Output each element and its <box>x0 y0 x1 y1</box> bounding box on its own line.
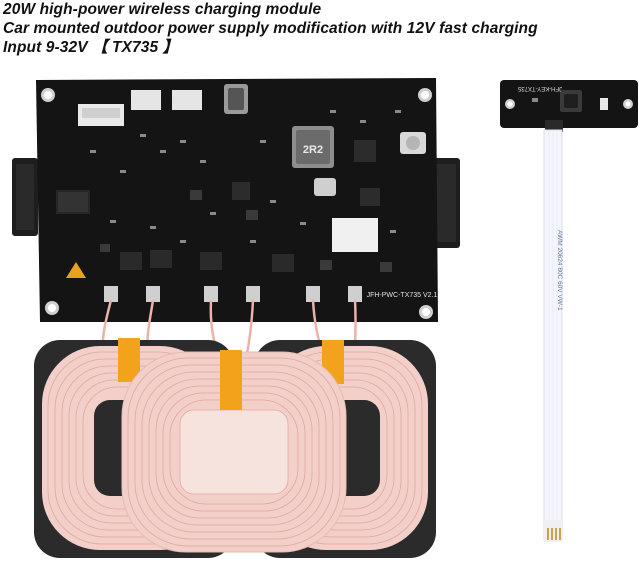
white-pad <box>332 218 378 252</box>
board-model-label: JFH-PWC-TX735 V2.1 <box>367 292 438 299</box>
coil-terminal <box>348 286 362 302</box>
white-connector <box>172 90 202 110</box>
kapton-tape <box>220 350 242 410</box>
mosfet <box>272 254 294 272</box>
caption-spec: Input 9-32V 【 TX735 】 <box>3 39 179 56</box>
ribbon-print: AWM 20624 80C 60V VW-1 <box>556 230 563 311</box>
caption-title: 20W high-power wireless charging module <box>3 1 322 18</box>
warning-icon <box>66 262 86 278</box>
mosfet <box>120 252 142 270</box>
coil-center <box>121 350 347 553</box>
mosfet <box>200 252 222 270</box>
ribbon-cable: AWM 20624 80C 60V VW-1 <box>543 129 563 542</box>
coil-terminal <box>246 286 260 302</box>
ffc-connector <box>545 120 563 132</box>
capacitor <box>314 178 336 196</box>
main-pcb: 2R2 <box>12 78 460 322</box>
key-board: JFH-KEY-TX735 <box>500 80 638 132</box>
coil-terminal <box>146 286 160 302</box>
inductor-label: 2R2 <box>303 144 323 156</box>
caption-subtitle: Car mounted outdoor power supply modific… <box>3 20 538 37</box>
coil-assembly <box>34 338 436 558</box>
ic-chip <box>232 182 250 200</box>
caption: 20W high-power wireless charging module … <box>3 0 538 57</box>
kapton-tape <box>118 338 140 382</box>
coil-terminal <box>104 286 118 302</box>
ic-chip <box>360 188 380 206</box>
coil-terminal <box>306 286 320 302</box>
white-connector <box>131 90 161 110</box>
key-board-label: JFH-KEY-TX735 <box>517 85 562 91</box>
coil-terminal <box>204 286 218 302</box>
mosfet <box>150 250 172 268</box>
